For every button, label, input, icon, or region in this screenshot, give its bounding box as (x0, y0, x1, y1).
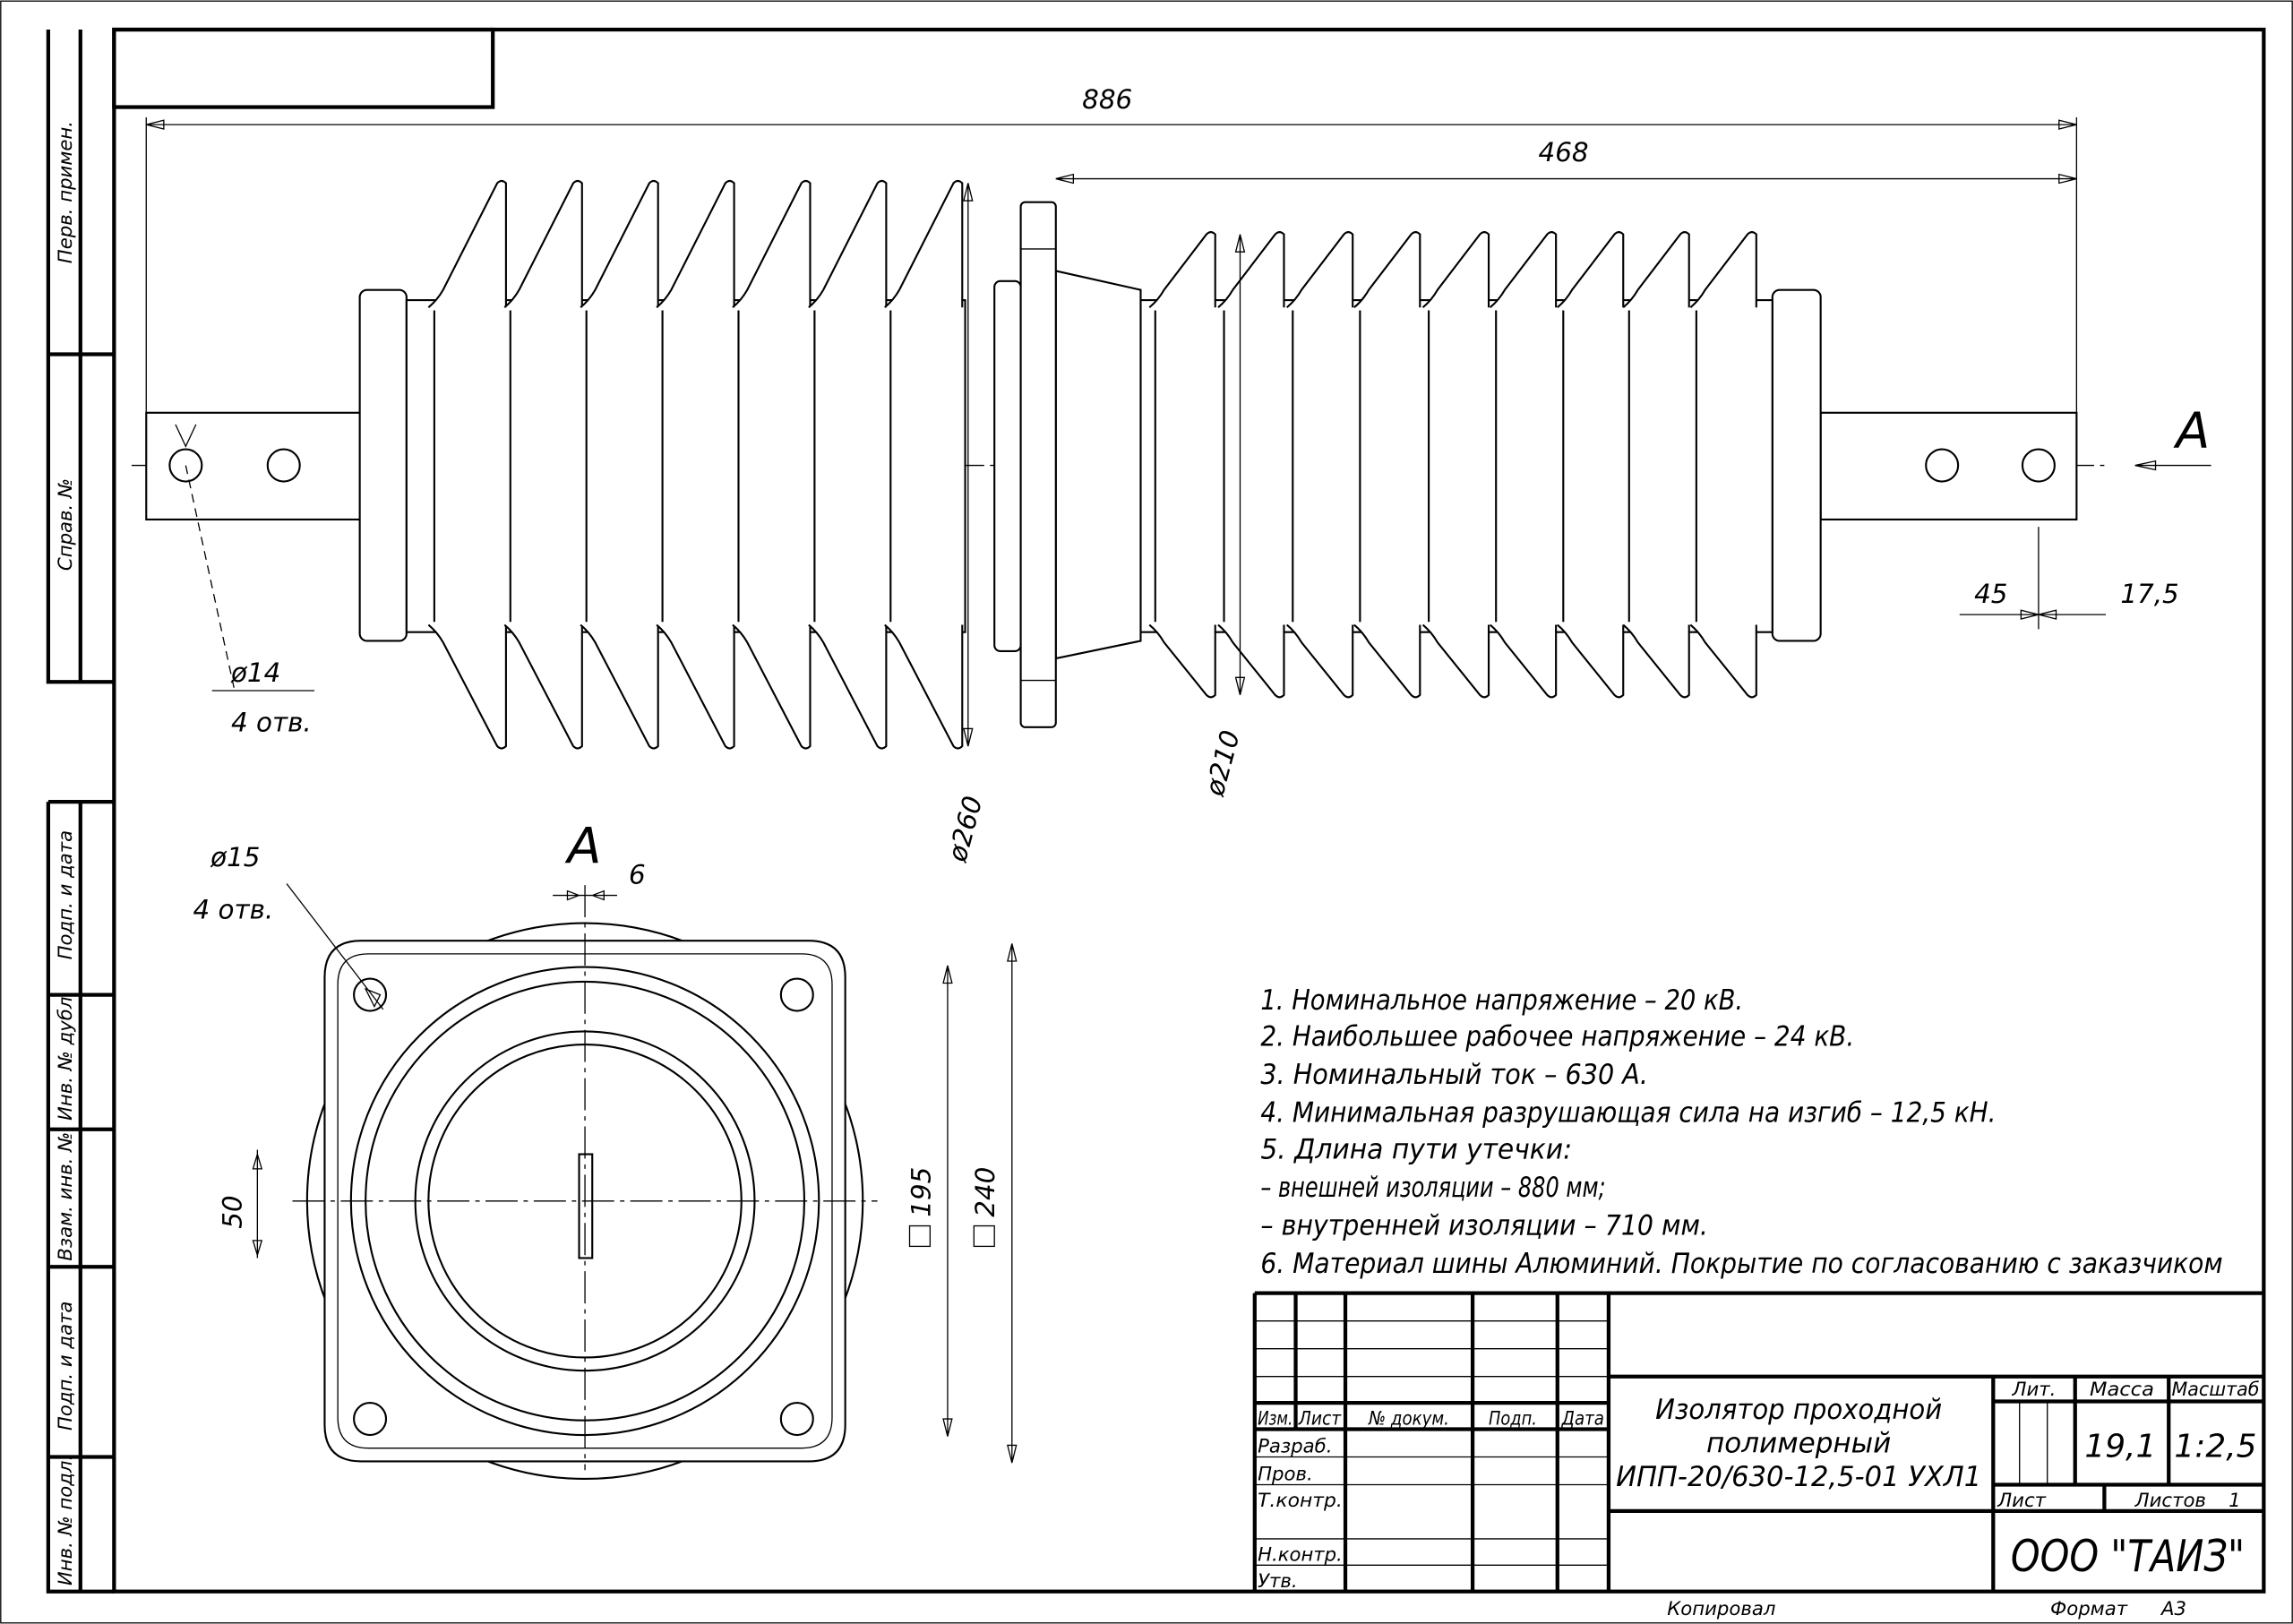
shed (1622, 231, 1690, 699)
section-title-a: А (564, 818, 601, 876)
header-izm: Изм. (1258, 1408, 1292, 1431)
note-line: – внешней изоляции – 880 мм; (1260, 1172, 1605, 1204)
shed (1557, 231, 1625, 699)
role-tkontr: Т.контр. (1258, 1490, 1343, 1512)
note-line: – внутренней изоляции – 710 мм. (1260, 1209, 1708, 1242)
side-label: Подп. и дата (55, 1302, 77, 1431)
mass-value: 19,1 (2084, 1429, 2156, 1465)
note-line: 1. Номинальное напряжение – 20 кВ. (1260, 984, 1743, 1017)
sheet-label: Лист (1997, 1490, 2046, 1512)
mass-label: Масса (2090, 1379, 2154, 1401)
header-doc: № докум. (1368, 1408, 1449, 1431)
flange-hole (353, 977, 388, 1012)
dim-50: 50 (217, 1195, 247, 1228)
flange (1019, 201, 1057, 728)
shed (1286, 231, 1354, 699)
right-busbar (1819, 411, 2078, 521)
flange-boss (993, 279, 1022, 652)
note-line: 3. Номинальный ток – 630 А. (1260, 1059, 1648, 1091)
note-line: 6. Материал шины Алюминий. Покрытие по с… (1260, 1248, 2222, 1280)
hole-dia-label: ø14 (230, 657, 280, 688)
dim-195: 195 (906, 1167, 936, 1217)
side-strip: Перв. примен. Справ. № Подп. и дата Инв.… (46, 30, 115, 1594)
sheets-label: Листов (2134, 1490, 2206, 1512)
shed (1148, 231, 1216, 699)
company-name: ООО "ТАИЗ" (2011, 1531, 2245, 1582)
note-line: 5. Длина пути утечки: (1260, 1133, 1572, 1165)
dim-6: 6 (629, 859, 646, 889)
dim-45: 45 (1974, 579, 2007, 609)
header-list: Лист (1298, 1408, 1342, 1431)
busbar-hole (168, 448, 203, 483)
format-label: Формат (2050, 1598, 2128, 1620)
side-label: Инв. № дубл. (55, 991, 77, 1121)
hole-dia-label: ø15 (210, 842, 260, 872)
shed (503, 179, 583, 750)
copied-label: Копировал (1667, 1598, 1775, 1620)
flange-hole (353, 1402, 388, 1437)
side-label: Взам. инв. № (55, 1132, 77, 1261)
title-block: Изм. Лист № докум. Подп. Дата Разраб. Пр… (1252, 1291, 2264, 1620)
shed (580, 179, 659, 750)
front-view: 886 468 ø260 ø210 ø14 4 отв. А 45 17,5 (131, 84, 2211, 865)
shed (656, 179, 735, 750)
insulator-sheds (427, 179, 1757, 750)
dim-17-5: 17,5 (2120, 579, 2178, 609)
scale-label: Масштаб (2171, 1379, 2259, 1401)
shed (808, 179, 888, 750)
shed (1421, 231, 1490, 699)
product-name-line3: ИПП-20/630-12,5-01 УХЛ1 (1616, 1461, 1981, 1493)
product-name-line2: полимерный (1706, 1428, 1891, 1460)
left-busbar (145, 411, 364, 521)
side-label: Инв. № подл. (55, 1455, 77, 1585)
left-end-cap (358, 288, 408, 642)
inner-frame (112, 27, 2266, 1594)
top-left-box (112, 27, 495, 109)
flange-hole (779, 977, 814, 1012)
sheets-value: 1 (2229, 1490, 2241, 1512)
side-label: Перв. примен. (55, 121, 77, 263)
shed (1689, 231, 1757, 699)
side-label: Справ. № (55, 478, 77, 571)
shed (1353, 231, 1421, 699)
shed (1217, 231, 1285, 699)
flange-neck (1054, 270, 1142, 660)
header-sign: Подп. (1489, 1408, 1537, 1431)
busbar-slot (578, 1153, 594, 1259)
right-end-cap (1771, 288, 1822, 642)
shed (884, 179, 964, 750)
role-razrab: Разраб. (1258, 1436, 1332, 1458)
dim-468: 468 (1539, 137, 1589, 168)
flange-hole (779, 1402, 814, 1437)
lit-label: Лит. (2012, 1379, 2057, 1401)
section-view: А 6 ø15 4 отв. 50 195 240 (193, 818, 1018, 1481)
scale-value: 1:2,5 (2174, 1429, 2256, 1465)
busbar-hole (266, 448, 301, 483)
header-date: Дата (1561, 1408, 1604, 1431)
dim-d260: ø260 (941, 793, 988, 865)
dim-d210: ø210 (1199, 727, 1246, 800)
shed (1489, 231, 1558, 699)
side-label: Подп. и дата (55, 830, 77, 960)
left-core (405, 299, 966, 633)
shed (427, 179, 507, 750)
dim-240: 240 (970, 1167, 1001, 1217)
dim-886: 886 (1082, 84, 1132, 115)
role-prov: Пров. (1258, 1464, 1313, 1486)
shed (732, 179, 812, 750)
role-nkontr: Н.контр. (1258, 1543, 1343, 1566)
section-mark-a: А (2173, 402, 2210, 460)
technical-notes: 1. Номинальное напряжение – 20 кВ. 2. На… (1260, 984, 2222, 1280)
product-name-line1: Изолятор проходной (1655, 1394, 1942, 1426)
format-value: А3 (2160, 1598, 2186, 1620)
note-line: 2. Наибольшее рабочее напряжение – 24 кВ… (1260, 1021, 1854, 1053)
role-utv: Утв. (1258, 1570, 1298, 1593)
note-line: 4. Минимальная разрушающая сила на изгиб… (1260, 1097, 1996, 1130)
hole-count-label: 4 отв. (231, 708, 312, 738)
busbar-hole (2021, 448, 2056, 483)
hole-count-label: 4 отв. (193, 895, 274, 925)
busbar-hole (1925, 448, 1960, 483)
right-core (1139, 299, 1773, 633)
